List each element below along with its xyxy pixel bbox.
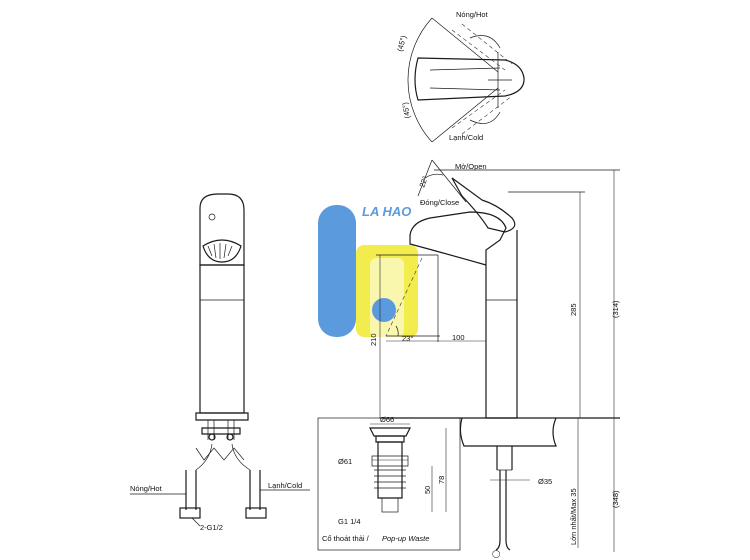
thread-2g12: 2-G1/2 xyxy=(200,523,223,532)
top-view: Nóng/Hot Lạnh/Cold (45°) (45°) xyxy=(395,10,525,143)
cold-label: Lạnh/Cold xyxy=(449,133,483,142)
dim-50: 50 xyxy=(423,486,432,494)
waste-frame xyxy=(317,417,461,551)
watermark-dot xyxy=(372,298,396,322)
side-view: Mở/Open Đóng/Close 22° 23° 100 210 285 (… xyxy=(369,159,620,558)
waste-thread xyxy=(374,469,406,489)
hot-label: Nóng/Hot xyxy=(456,10,489,19)
watermark-blue-bar xyxy=(318,205,356,337)
close-label: Đóng/Close xyxy=(420,198,459,207)
waste-caption-vi: Cổ thoát thải / xyxy=(322,534,370,543)
hot-position xyxy=(451,23,513,71)
aerator-front xyxy=(202,239,242,263)
angle-upper: (45°) xyxy=(395,34,408,53)
top-view-arc xyxy=(407,17,433,143)
waste-caption-en: Pop-up Waste xyxy=(382,534,429,543)
dim-78: 78 xyxy=(437,476,446,484)
thread-g114: G1 1/4 xyxy=(338,517,361,526)
hot-nut xyxy=(179,507,201,519)
handle-lever xyxy=(451,177,516,233)
dim-210: 210 xyxy=(369,333,378,346)
dim-d66: Ø66 xyxy=(380,415,394,424)
dim-285: 285 xyxy=(569,303,578,316)
counter-slab xyxy=(459,417,557,447)
dim-100: 100 xyxy=(452,333,465,342)
front-hot-label: Nóng/Hot xyxy=(130,484,163,493)
supply-hose xyxy=(495,470,511,551)
open-label: Mở/Open xyxy=(455,162,487,171)
svg-text:◯: ◯ xyxy=(492,549,501,558)
dim-314: (314) xyxy=(611,300,620,318)
tap-body xyxy=(409,211,518,419)
watermark-text: LA HAO xyxy=(362,204,411,219)
dim-max35: Lớn nhất/Max 35 xyxy=(569,488,578,545)
front-cold-label: Lạnh/Cold xyxy=(268,481,302,490)
front-body xyxy=(199,264,245,414)
dim-d61: Ø61 xyxy=(338,457,352,466)
angle-open: 22° xyxy=(417,175,429,189)
handle-plan xyxy=(414,57,525,101)
front-handle xyxy=(199,193,245,266)
watermark-yellow-block xyxy=(356,245,418,337)
waste-cap xyxy=(369,427,411,437)
hot-hose xyxy=(185,470,197,510)
watermark-logo: LA HAO xyxy=(318,204,418,337)
indicator-dot xyxy=(208,213,216,221)
popup-waste: Ø66 Ø61 50 78 G1 1/4 Cổ thoát thải / Pop… xyxy=(317,415,461,551)
front-view: Nóng/Hot Lạnh/Cold 2-G1/2 xyxy=(130,193,310,532)
angle-lower: (45°) xyxy=(400,101,412,119)
cold-nut xyxy=(245,507,267,519)
waste-body xyxy=(377,441,403,499)
cold-position xyxy=(451,89,513,135)
angle-spout: 23° xyxy=(402,334,413,343)
water-stream xyxy=(385,257,423,337)
dim-348: (348) xyxy=(611,490,620,508)
dim-35: Ø35 xyxy=(538,477,552,486)
cold-hose xyxy=(249,470,261,510)
